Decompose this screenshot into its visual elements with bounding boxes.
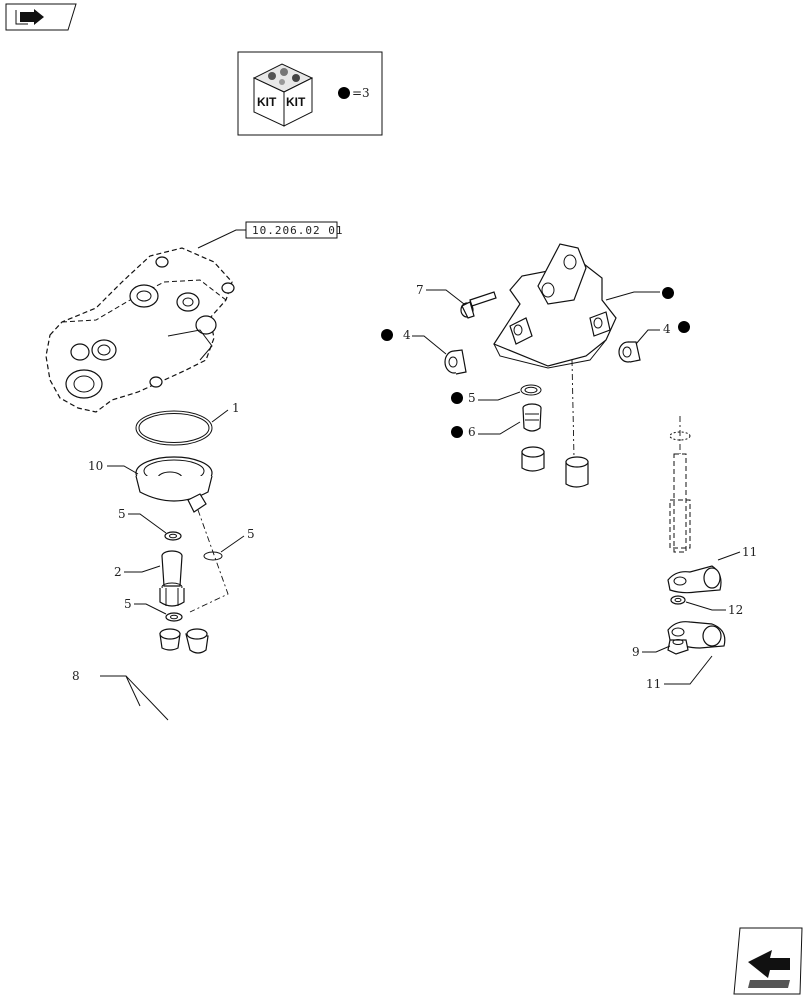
callout-5a: 5 <box>118 507 126 521</box>
callout-12: 12 <box>728 603 743 617</box>
plug-4b <box>618 341 641 363</box>
washer-12 <box>670 595 686 605</box>
book-arrow-icon[interactable] <box>5 3 77 31</box>
clamp-11a <box>667 565 722 594</box>
callout-7: 7 <box>416 283 424 297</box>
washer-5d <box>520 384 542 396</box>
callout-5c: 5 <box>124 597 132 611</box>
callout-9: 9 <box>632 645 640 659</box>
callout-10: 10 <box>88 459 103 473</box>
next-page-arrow-icon[interactable] <box>733 927 803 995</box>
filter-base <box>493 243 617 369</box>
o-ring-1 <box>135 410 213 446</box>
callout-11a: 11 <box>742 545 757 559</box>
kit-bullet-icon <box>338 87 350 99</box>
kit-bullet-6 <box>451 426 463 438</box>
assembly-axis-left <box>189 509 229 613</box>
plug-4a <box>444 349 467 375</box>
kit-bullet-base <box>662 287 674 299</box>
callout-11b: 11 <box>646 677 661 691</box>
screw-7 <box>460 291 497 319</box>
kit-cube-icon: KIT KIT <box>252 63 314 127</box>
callout-1: 1 <box>232 401 240 415</box>
kit-label-right: KIT <box>286 95 306 109</box>
callout-8: 8 <box>72 669 80 683</box>
callout-5b: 5 <box>247 527 255 541</box>
callout-6: 6 <box>468 425 476 439</box>
washer-5a <box>164 531 182 541</box>
reference-link[interactable]: 10.206.02 01 <box>245 221 343 239</box>
kit-legend-box: KIT KIT =3 <box>237 51 383 136</box>
hose-assembly-8 <box>132 446 589 780</box>
reference-code[interactable]: 10.206.02 01 <box>252 224 343 237</box>
filter-head-10 <box>135 456 213 513</box>
callout-2: 2 <box>114 565 122 579</box>
kit-bullet-5d <box>451 392 463 404</box>
clamp-bolt-assembly <box>669 416 691 553</box>
callout-4b: 4 <box>663 322 671 336</box>
callout-5d: 5 <box>468 391 476 405</box>
adapter-tube-2 <box>159 550 185 607</box>
kit-label-left: KIT <box>257 95 277 109</box>
valve-housing <box>45 247 235 413</box>
nipple-6 <box>522 403 542 432</box>
kit-legend-text: =3 <box>352 86 370 100</box>
assembly-axis-right <box>571 359 575 459</box>
kit-bullet-4a <box>381 329 393 341</box>
washer-5c <box>165 612 183 622</box>
nut-9 <box>667 639 689 655</box>
kit-bullet-4b <box>678 321 690 333</box>
callout-4a: 4 <box>403 328 411 342</box>
